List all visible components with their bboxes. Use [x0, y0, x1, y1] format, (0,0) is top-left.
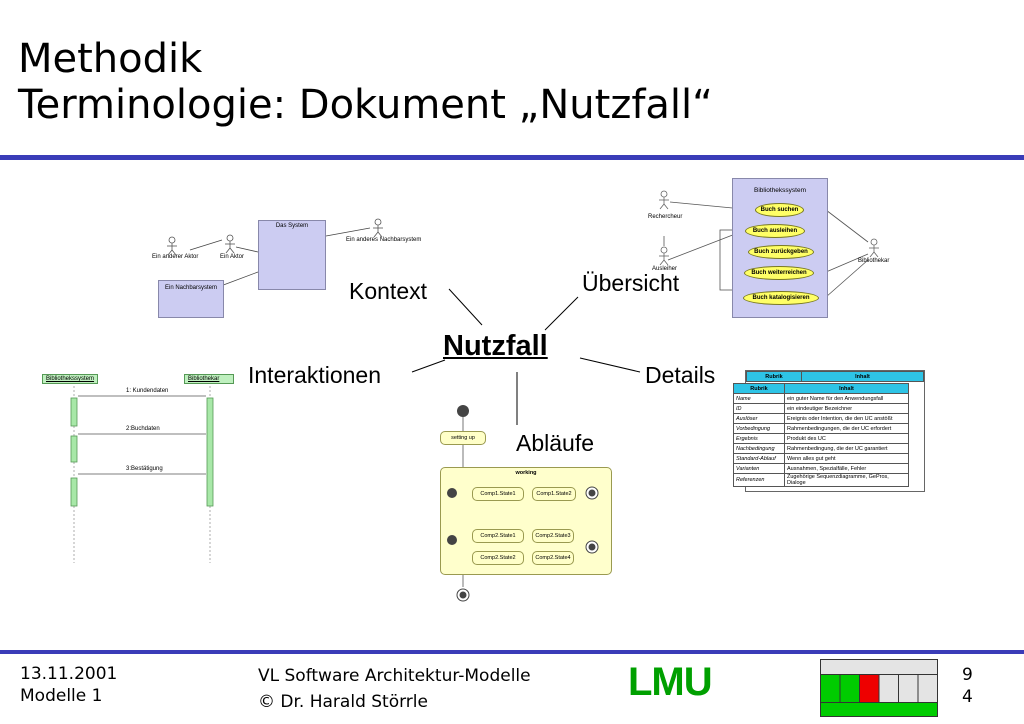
state-comp2-state3: Comp2.State3 — [532, 529, 574, 543]
mindmap-kontext: Kontext — [349, 278, 427, 304]
page-number-bottom: 4 — [962, 687, 973, 707]
sequence-message-1: 1: Kundendaten — [126, 388, 169, 394]
footer-rule — [0, 650, 1024, 654]
state-composite-label: working — [515, 470, 537, 476]
details-header-inhalt: Inhalt — [784, 383, 909, 394]
sequence-message-2: 2:Buchdaten — [126, 426, 160, 432]
state-comp2-state1: Comp2.State1 — [472, 529, 524, 543]
usecase-actor-bibliothekar: Bibliothekar — [858, 258, 890, 264]
page-number: 9 4 — [962, 664, 973, 708]
lmu-logo: LMU — [628, 660, 713, 705]
mindmap-interaktionen: Interaktionen — [248, 362, 381, 388]
state-comp2-state4: Comp2.State4 — [532, 551, 574, 565]
title-line-1: Methodik — [18, 36, 203, 82]
sequence-lifeline-1: Bibliothekssystem — [42, 374, 99, 384]
details-back-header-rubrik: Rubrik — [746, 371, 802, 382]
footer-author-line: © Dr. Harald Störrle — [258, 689, 531, 715]
usecase-0: Buch suchen — [755, 203, 804, 217]
copyright-icon: © — [258, 692, 275, 712]
details-back-header-inhalt: Inhalt — [801, 371, 924, 382]
footer-author: Dr. Harald Störrle — [280, 692, 428, 712]
footer-module: Modelle 1 — [20, 686, 103, 706]
details-header-rubrik: Rubrik — [733, 383, 785, 394]
state-setup: setting up — [440, 431, 486, 445]
state-comp2-state2: Comp2.State2 — [472, 551, 524, 565]
details-table-back-header: Rubrik Inhalt — [746, 371, 924, 382]
sequence-lifeline-2: Bibliothekar — [184, 374, 235, 384]
footer-left: 13.11.2001 Modelle 1 — [20, 663, 117, 707]
context-neighbor-box: Ein Nachbarsystem — [158, 280, 224, 318]
mindmap-details: Details — [645, 362, 716, 388]
state-comp1-state1: Comp1.State1 — [472, 487, 524, 501]
mindmap-uebersicht: Übersicht — [582, 270, 680, 296]
footer-date: 13.11.2001 — [20, 664, 118, 684]
usecase-2: Buch zurückgeben — [748, 245, 814, 259]
state-diagram-pseudostates — [447, 486, 599, 554]
context-actor3-label: Ein anderes Nachbarsystem — [346, 237, 422, 243]
usecase-actor-rechercheur: Rechercheur — [648, 214, 683, 220]
sequence-message-3: 3:Bestätigung — [126, 466, 163, 472]
usecase-3: Buch weiterreichen — [744, 266, 814, 280]
context-actor1-label: Ein anderer Aktor — [152, 254, 199, 260]
context-diagram-lines — [167, 218, 383, 288]
mindmap-center: Nutzfall — [443, 330, 548, 362]
usecase-1: Buch ausleihen — [745, 224, 805, 238]
header-rule — [0, 155, 1024, 160]
context-system-box: Das System — [258, 220, 326, 290]
state-comp1-state2: Comp1.State2 — [532, 487, 576, 501]
state-composite: working — [440, 467, 612, 575]
context-diagram: Das System Ein anderer Aktor Ein Aktor E… — [140, 212, 425, 322]
footer-center: VL Software Architektur-Modelle © Dr. Ha… — [258, 663, 531, 715]
sequence-diagram: Bibliothekssystem Bibliothekar 1: Kunden… — [34, 368, 244, 563]
page-number-top: 9 — [962, 665, 973, 685]
page-title: Methodik Terminologie: Dokument „Nutzfal… — [18, 36, 713, 128]
usecase-diagram: Bibliothekssystem Buch suchen Buch ausle… — [640, 172, 890, 320]
mindmap-ablaeufe: Abläufe — [516, 430, 595, 456]
progress-grid — [820, 659, 938, 717]
progress-grid-cells — [820, 659, 938, 717]
lmu-logo-text: LMU — [628, 660, 713, 704]
context-system-label: Das System — [275, 223, 309, 229]
sequence-diagram-lines — [70, 386, 214, 563]
usecase-actor-ausleiher: Ausleiher — [652, 266, 678, 272]
state-diagram: setting up working Comp1.State1 Comp1.St… — [428, 395, 618, 610]
context-neighbor-label: Ein Nachbarsystem — [164, 285, 218, 291]
footer-course: VL Software Architektur-Modelle — [258, 666, 531, 686]
usecase-4: Buch katalogisieren — [743, 291, 819, 305]
title-line-2: Terminologie: Dokument „Nutzfall“ — [18, 82, 713, 128]
usecase-system-label: Bibliothekssystem — [753, 187, 807, 194]
context-actor2-label: Ein Aktor — [220, 254, 245, 260]
